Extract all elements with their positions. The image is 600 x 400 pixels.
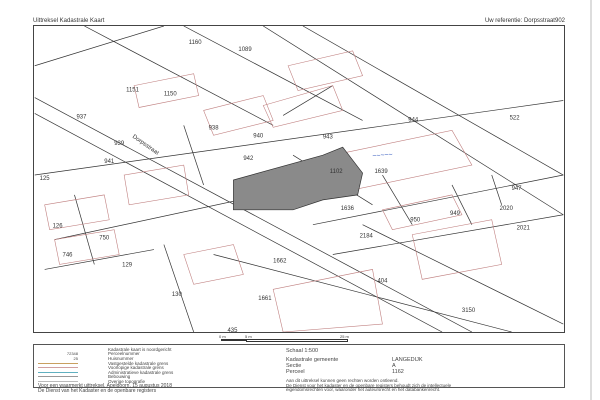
parcel-number-label: 938 — [209, 125, 220, 131]
parcel-number-label: 1160 — [189, 40, 202, 46]
field-value: A — [392, 363, 396, 369]
legend-item: Administratieve kadastrale grens — [38, 370, 288, 375]
buildings — [44, 50, 503, 332]
parcel-info: Schaal 1:500 Kadastrale gemeente LANGEDIJ… — [286, 348, 561, 393]
scale-tick: 5 m — [245, 334, 252, 339]
field-label: Sectie — [286, 363, 302, 369]
scan-edge — [590, 0, 592, 400]
legend-label: Vastgestelde kadastrale grens — [108, 360, 169, 366]
scale-tick: 25 m — [340, 334, 349, 339]
legend-line-symbol — [38, 371, 78, 373]
legend-item: 25 Huisnummer — [38, 356, 288, 361]
note-line: De Dienst voor het kadaster en de openba… — [286, 382, 452, 388]
parcel-number-label: 2184 — [360, 234, 374, 240]
parcel-number-label: 939 — [114, 141, 125, 147]
legend-label: Administratieve kadastrale grens — [108, 369, 174, 375]
legend-symbol: 72348 — [66, 351, 78, 357]
parcel-number-label: 937 — [76, 114, 87, 120]
parcel-number-label: 1639 — [375, 169, 389, 175]
scale-label: Schaal 1:500 — [286, 348, 319, 354]
parcel-number-label: 941 — [104, 159, 115, 165]
parcel-number-label: 130 — [172, 292, 183, 298]
field-value: LANGEDIJK — [392, 357, 423, 363]
parcel-number-label: 942 — [243, 156, 254, 162]
parcel-number-label: 944 — [408, 117, 419, 123]
legend-line-symbol — [38, 376, 78, 378]
scale-tick: 0 m — [219, 334, 226, 339]
parcel-number-label: 435 — [227, 328, 238, 332]
parcel-number-label: 1102 — [330, 169, 343, 175]
parcel-number-label: 949 — [450, 211, 461, 217]
map-svg: ~~~~~ Dorpsstraat 1160 1089 1151 1150 937 938… — [34, 26, 564, 332]
legend-item: Vastgestelde kadastrale grens — [38, 361, 288, 366]
legend-item: Kadastrale kaart is noordgericht — [38, 347, 288, 352]
legend-symbol: 25 — [73, 355, 78, 361]
parcel-labels: 1160 1089 1151 1150 937 938 940 943 944 522 939 941… — [40, 40, 531, 332]
legend-item: Bebouwing — [38, 374, 288, 380]
note-line: Aan dit uittreksel kunnen geen rechten w… — [286, 378, 399, 383]
field-label: Perceel — [286, 369, 305, 375]
parcel-number-label: 940 — [253, 133, 264, 139]
scale-bar: 0 m 5 m 25 m — [215, 334, 365, 342]
legend-item: Overige topografie — [38, 379, 288, 384]
parcel-number-label: 1662 — [273, 258, 287, 264]
note-line: eigendomsrechten voor, waaronder het aut… — [286, 387, 441, 393]
legend-footer-line: Voor een waarmerkt uittreksel, Apeldoorn… — [38, 382, 172, 389]
parcel-number-label: 129 — [122, 262, 133, 268]
reference-label: Uw referentie: Dorpsstraat902 — [484, 18, 565, 24]
legend-item: Voorlopige kadastrale grens — [38, 365, 288, 370]
parcel-number-label: 1661 — [258, 296, 272, 302]
parcel-number-label: 404 — [377, 278, 388, 284]
parcel-number-label: 746 — [63, 252, 74, 258]
street-label: Dorpsstraat — [131, 134, 160, 157]
selected-parcel-1162[interactable] — [233, 146, 363, 211]
field-label: Kadastrale gemeente — [286, 357, 339, 363]
field-value: 1162 — [392, 369, 404, 375]
legend-label: Huisnummer — [108, 355, 134, 361]
parcel-number-label: 126 — [53, 224, 64, 230]
parcel-number-label: 750 — [99, 236, 110, 242]
parcel-number-label: 3150 — [462, 308, 476, 314]
legend-label: Overige topografie — [108, 378, 146, 384]
parcel-number-label: 125 — [40, 176, 51, 182]
legend-line-symbol — [38, 380, 78, 382]
parcel-number-label: 950 — [410, 218, 421, 224]
parcel-boundaries — [34, 26, 564, 332]
legend-label: Kadastrale kaart is noordgericht — [108, 346, 172, 352]
parcel-number-label: 2020 — [500, 206, 514, 212]
legend-items: Kadastrale kaart is noordgericht 72348 Per… — [38, 347, 288, 394]
parcel-number-label: 1150 — [164, 92, 177, 98]
cadastral-map: ~~~~~ Dorpsstraat 1160 1089 1151 1150 937 938… — [33, 25, 565, 333]
handwritten-note: ~~~~~ — [372, 151, 393, 160]
legend-label: Bebouwing — [108, 374, 131, 380]
legend-label: Perceelnummer — [108, 351, 140, 357]
parcel-number-label: 1151 — [126, 88, 139, 94]
legend-line-symbol — [38, 367, 78, 369]
legend-line-symbol — [38, 362, 78, 364]
legend-footer-line: De Dienst van het Kadaster en de openbar… — [38, 387, 157, 394]
legend-item: 72348 Perceelnummer — [38, 351, 288, 357]
parcel-number-label: 943 — [323, 134, 334, 140]
parcel-number-label: 522 — [510, 115, 521, 121]
parcel-number-label: 2021 — [517, 226, 531, 232]
parcel-number-label: 947 — [512, 186, 523, 192]
parcel-number-label: 1089 — [238, 47, 252, 53]
document-title: Uittreksel Kadastrale Kaart — [33, 18, 105, 24]
parcel-number-label: 1636 — [341, 206, 355, 212]
legend-label: Voorlopige kadastrale grens — [108, 365, 164, 371]
